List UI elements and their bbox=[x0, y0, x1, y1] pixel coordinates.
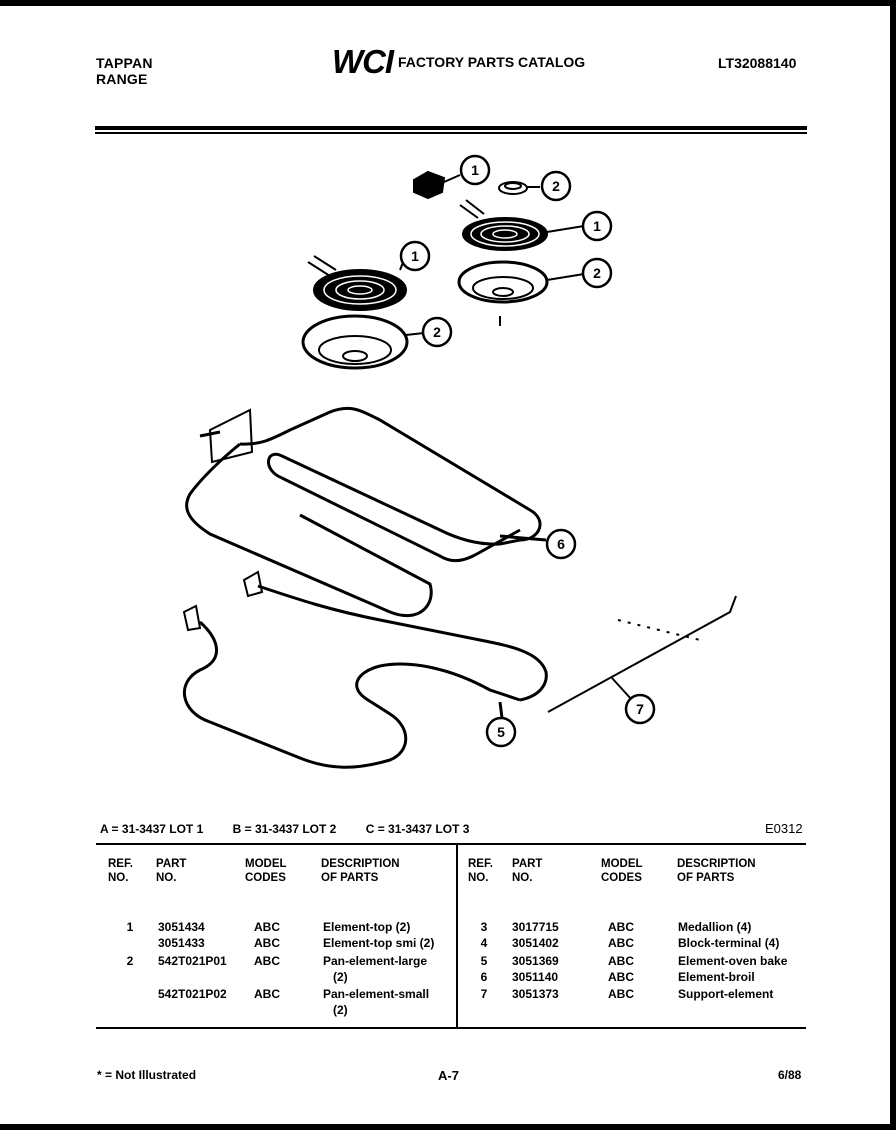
callout-6: 6 bbox=[545, 528, 577, 560]
svg-text:2: 2 bbox=[433, 324, 441, 340]
col-header-ref-right: REF. NO. bbox=[468, 858, 493, 884]
svg-text:2: 2 bbox=[593, 265, 601, 281]
callout-7: 7 bbox=[624, 693, 656, 725]
logo-text: WCI bbox=[332, 44, 395, 78]
terminal-block-part bbox=[413, 170, 461, 200]
brand-line-2: RANGE bbox=[96, 71, 148, 87]
brand-block: TAPPAN RANGE bbox=[96, 55, 153, 87]
lot-c: C = 31-3437 LOT 3 bbox=[365, 822, 470, 836]
svg-text:2: 2 bbox=[552, 178, 560, 194]
callout-5: 5 bbox=[485, 716, 517, 748]
catalog-title: FACTORY PARTS CATALOG bbox=[398, 54, 586, 70]
footer-date: 6/88 bbox=[778, 1068, 802, 1082]
lot-legend: A = 31-3437 LOT 1 B = 31-3437 LOT 2 C = … bbox=[100, 822, 495, 836]
col-header-desc-right: DESCRIPTION OF PARTS bbox=[677, 858, 756, 884]
col-header-part-right: PART NO. bbox=[512, 858, 543, 884]
col-header-model-left: MODEL CODES bbox=[245, 858, 287, 884]
broil-element bbox=[185, 406, 547, 618]
svg-text:7: 7 bbox=[636, 701, 644, 717]
diagram-code: E0312 bbox=[765, 821, 803, 836]
col-header-model-right: MODEL CODES bbox=[601, 858, 643, 884]
brand-line-1: TAPPAN bbox=[96, 55, 153, 71]
col-header-ref-left: REF. NO. bbox=[108, 858, 133, 884]
top-element-right bbox=[459, 199, 585, 251]
header-rule-thick bbox=[95, 126, 807, 130]
col-header-part-left: PART NO. bbox=[156, 858, 187, 884]
bake-element bbox=[182, 570, 548, 769]
page-frame-right bbox=[890, 0, 896, 1130]
svg-text:1: 1 bbox=[411, 248, 419, 264]
header-rule-thin bbox=[95, 132, 807, 134]
pan-left bbox=[301, 314, 425, 370]
callout-2-left: 2 bbox=[421, 316, 453, 348]
col-header-desc-left: DESCRIPTION OF PARTS bbox=[321, 858, 400, 884]
svg-text:6: 6 bbox=[557, 536, 565, 552]
svg-text:1: 1 bbox=[471, 162, 479, 178]
support-element bbox=[547, 595, 737, 713]
page-frame-bottom bbox=[0, 1124, 896, 1130]
svg-text:5: 5 bbox=[497, 724, 505, 740]
page-number: A-7 bbox=[438, 1068, 459, 1083]
svg-text:1: 1 bbox=[593, 218, 601, 234]
callout-2-right: 2 bbox=[581, 257, 613, 289]
lot-b: B = 31-3437 LOT 2 bbox=[232, 822, 337, 836]
callout-1-left: 1 bbox=[399, 240, 431, 272]
wci-logo: WCI bbox=[332, 44, 395, 78]
callout-1-right: 1 bbox=[581, 210, 613, 242]
top-element-left bbox=[307, 255, 407, 311]
parts-diagram: 1 2 1 2 1 2 6 5 7 bbox=[182, 154, 737, 769]
callout-4: 1 bbox=[459, 154, 491, 186]
footer-note: * = Not Illustrated bbox=[97, 1068, 197, 1082]
page-frame-top bbox=[0, 0, 896, 6]
pan-right bbox=[457, 260, 585, 326]
lot-a: A = 31-3437 LOT 1 bbox=[100, 822, 204, 836]
medallion-part bbox=[498, 181, 540, 195]
table-divider bbox=[456, 843, 458, 1027]
parts-table bbox=[96, 843, 806, 1029]
catalog-number: LT32088140 bbox=[718, 55, 797, 71]
callout-3: 2 bbox=[540, 170, 572, 202]
